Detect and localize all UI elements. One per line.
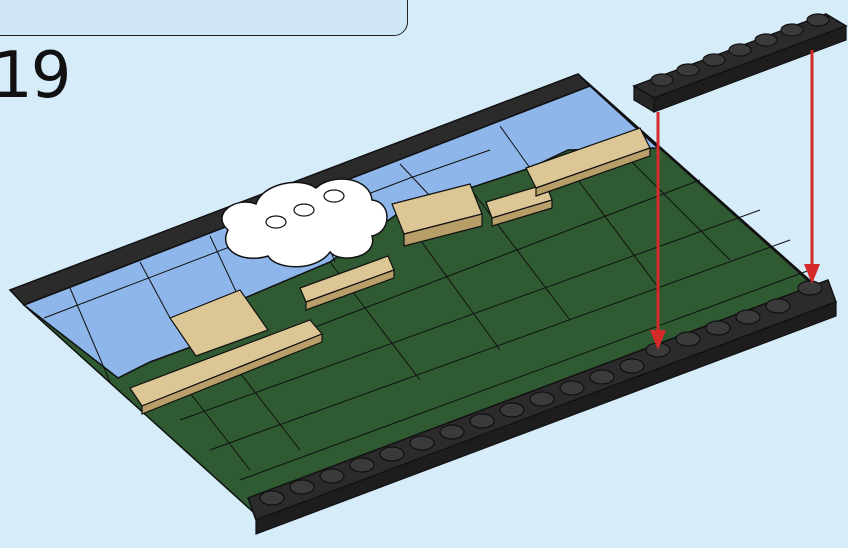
cloud-icon (222, 179, 387, 267)
black-plate-1x8-icon (634, 14, 846, 112)
